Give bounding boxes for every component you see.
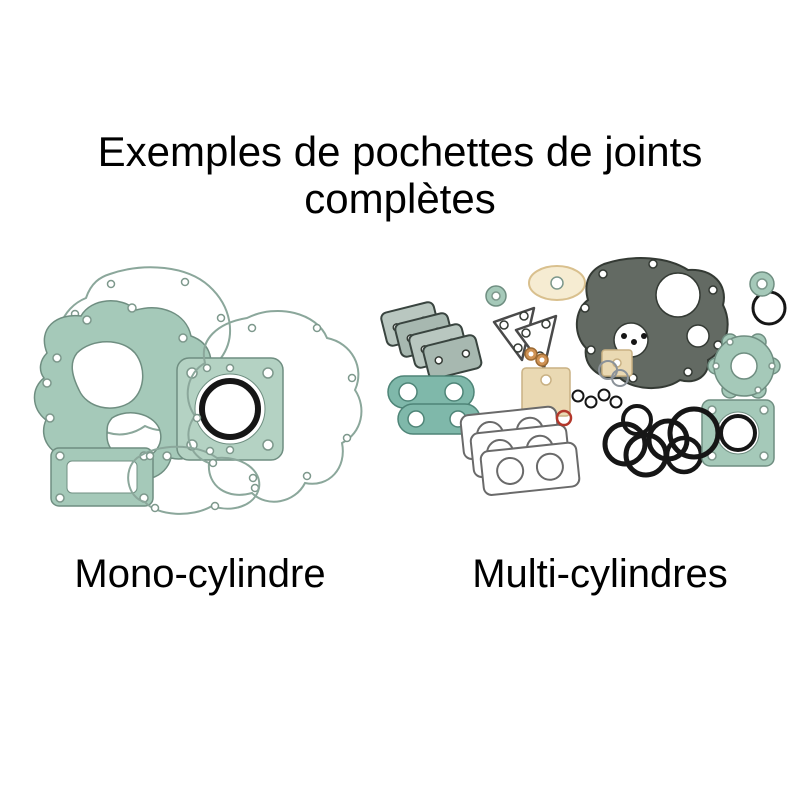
caption-multi-cylindres: Multi-cylindres [472,552,728,596]
multi-cylinder-gasket-kit-image [380,257,787,496]
rectangular-valve-gasket [50,447,154,507]
corner-oring-and-seal [749,271,787,326]
figure-captions: Mono-cylindre Multi-cylindres [0,552,800,597]
oring-chain [602,404,704,478]
base-gasket-stack [459,405,581,496]
reed-gasket-fan [380,301,483,380]
cream-gasket-hole [550,276,564,290]
bottom-cover-gasket-outline [127,445,261,515]
gasket-kit-figures [0,248,800,538]
mono-cylinder-gasket-kit-image [33,266,363,515]
teal-head-gasket-with-oring [667,399,775,467]
teal-stadium-gaskets [387,375,481,435]
scalloped-teal-gasket [707,333,781,399]
caption-mono-cylindre: Mono-cylindre [74,552,326,596]
page-title: Exemples de pochettes de joints complète… [0,128,800,222]
red-oring [555,409,573,427]
copper-washers [524,347,549,367]
page-title-line2: complètes [304,175,496,223]
clutch-cover-gasket-outline [186,310,363,503]
fire-ring [199,378,261,440]
small-teal-ring-hole [491,291,501,301]
metal-ring [611,369,629,387]
page-title-line1: Exemples de pochettes de joints [97,128,703,175]
small-seals-and-rings [555,333,647,427]
cylinder-head-gasket [176,357,284,461]
